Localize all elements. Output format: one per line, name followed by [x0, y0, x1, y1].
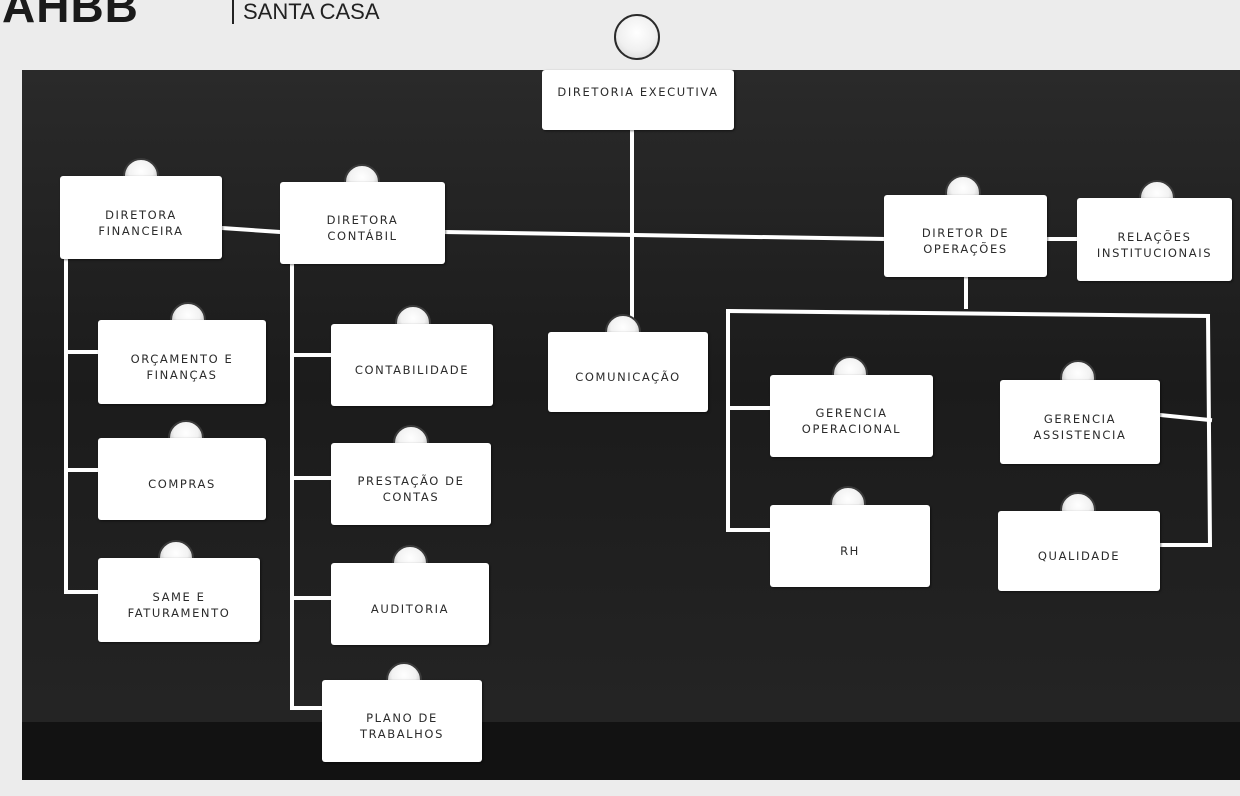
node-comunicacao: COMUNICAÇÃO — [548, 332, 708, 412]
node-prestacao-contas: PRESTAÇÃO DE CONTAS — [331, 443, 491, 525]
node-label: QUALIDADE — [1037, 549, 1121, 563]
node-diretor-operacoes: DIRETOR DE OPERAÇÕES — [884, 195, 1047, 277]
node-same-faturamento: SAME E FATURAMENTO — [98, 558, 260, 642]
connector-line — [219, 225, 283, 235]
node-label: ORÇAMENTO E FINANÇAS — [130, 352, 234, 382]
node-plano-trabalhos: PLANO DE TRABALHOS — [322, 680, 482, 762]
node-label: COMUNICAÇÃO — [575, 370, 681, 384]
node-auditoria: AUDITORIA — [331, 563, 489, 645]
node-label: SAME E FATURAMENTO — [127, 590, 231, 620]
node-gerencia-operacional: GERENCIA OPERACIONAL — [770, 375, 933, 457]
node-rh: RH — [770, 505, 930, 587]
board-footer-band — [22, 722, 1240, 780]
node-label: AUDITORIA — [370, 602, 450, 616]
node-diretora-financeira: DIRETORA FINANCEIRA — [60, 176, 222, 259]
node-label: RELAÇÕES INSTITUCIONAIS — [1096, 229, 1213, 260]
node-contabilidade: CONTABILIDADE — [331, 324, 493, 406]
node-orcamento-financas: ORÇAMENTO E FINANÇAS — [98, 320, 266, 404]
node-gerencia-assistencia: GERENCIA ASSISTENCIA — [1000, 380, 1160, 464]
connector-line — [1157, 412, 1213, 423]
node-label: DIRETORA CONTÁBIL — [326, 213, 399, 243]
node-label: DIRETORIA EXECUTIVA — [557, 85, 719, 99]
node-label: DIRETORA FINANCEIRA — [98, 207, 184, 238]
node-label: CONTABILIDADE — [354, 363, 470, 377]
node-relacoes-institucionais: RELAÇÕES INSTITUCIONAIS — [1077, 198, 1232, 281]
node-diretoria-executiva: DIRETORIA EXECUTIVA — [542, 70, 734, 130]
node-diretora-contabil: DIRETORA CONTÁBIL — [280, 182, 445, 264]
connector-line — [725, 308, 1211, 319]
node-label: GERENCIA ASSISTENCIA — [1033, 412, 1127, 442]
connector-line — [442, 229, 887, 242]
logo-divider — [232, 0, 234, 24]
node-compras: COMPRAS — [98, 438, 266, 520]
avatar-icon — [614, 14, 660, 60]
node-qualidade: QUALIDADE — [998, 511, 1160, 591]
connector-line — [1205, 313, 1213, 548]
node-label: PRESTAÇÃO DE CONTAS — [357, 474, 465, 504]
node-label: RH — [840, 544, 860, 558]
logo-subtitle: SANTA CASA — [243, 0, 380, 24]
node-label: COMPRAS — [148, 477, 216, 491]
logo-mark: AHBB — [2, 0, 139, 32]
node-label: GERENCIA OPERACIONAL — [801, 406, 902, 436]
node-label: PLANO DE TRABALHOS — [360, 711, 444, 741]
node-label: DIRETOR DE OPERAÇÕES — [921, 226, 1010, 256]
